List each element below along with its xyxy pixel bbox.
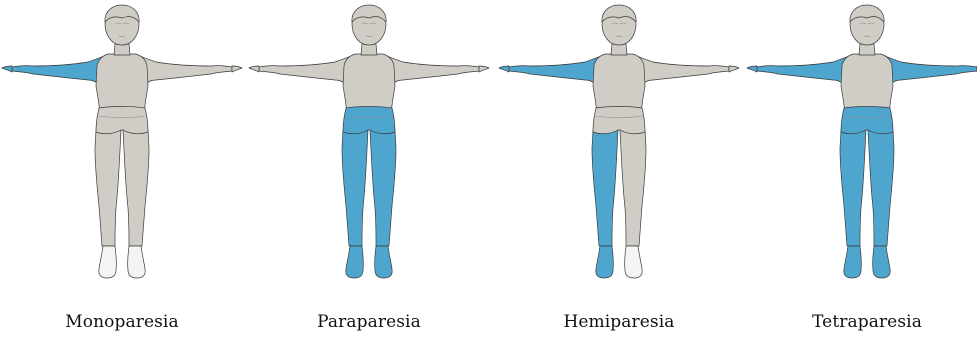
body-right-leg (592, 130, 618, 246)
body-left-hand (479, 66, 489, 72)
body-right-arm (259, 55, 354, 86)
body-left-leg (370, 130, 396, 246)
body-right-foot (596, 246, 614, 278)
panel-paraparesia: Paraparesia (247, 0, 491, 338)
body-figure-group (249, 5, 489, 278)
body-figure-tetraparesia (745, 0, 977, 300)
body-left-foot (873, 246, 891, 278)
panel-monoparesia: Monoparesia (0, 0, 244, 338)
body-figure-paraparesia (247, 0, 491, 300)
body-pelvis (343, 107, 395, 134)
body-left-arm (384, 55, 479, 86)
body-pelvis (96, 107, 148, 134)
body-left-leg (620, 130, 646, 246)
body-left-arm (882, 55, 977, 86)
caption-tetraparesia: Tetraparesia (745, 312, 977, 332)
body-right-hand (249, 66, 259, 72)
body-figure-monoparesia (0, 0, 244, 300)
body-figure-hemiparesia (497, 0, 741, 300)
body-pelvis (593, 107, 645, 134)
body-left-arm (137, 55, 232, 86)
body-right-hand (2, 66, 12, 72)
body-left-foot (375, 246, 393, 278)
body-left-arm (634, 55, 729, 86)
body-right-leg (95, 130, 121, 246)
caption-monoparesia: Monoparesia (0, 312, 244, 332)
body-neck (361, 44, 377, 55)
body-right-leg (840, 130, 866, 246)
body-right-arm (12, 55, 107, 86)
caption-paraparesia: Paraparesia (247, 312, 491, 332)
body-right-arm (509, 55, 604, 86)
panel-tetraparesia: Tetraparesia (745, 0, 977, 338)
body-left-foot (128, 246, 146, 278)
caption-hemiparesia: Hemiparesia (497, 312, 741, 332)
body-neck (114, 44, 130, 55)
panel-hemiparesia: Hemiparesia (497, 0, 741, 338)
body-neck (611, 44, 627, 55)
body-right-hand (499, 66, 509, 72)
body-figure-group (499, 5, 739, 278)
body-figure-group (2, 5, 242, 278)
body-left-leg (123, 130, 149, 246)
body-left-hand (729, 66, 739, 72)
body-right-hand (747, 66, 757, 72)
body-right-arm (757, 55, 852, 86)
body-right-foot (844, 246, 862, 278)
body-right-leg (342, 130, 368, 246)
body-pelvis (841, 107, 893, 134)
body-right-foot (346, 246, 364, 278)
body-left-hand (232, 66, 242, 72)
body-right-foot (99, 246, 117, 278)
body-left-foot (625, 246, 643, 278)
body-figure-group (747, 5, 977, 278)
body-neck (859, 44, 875, 55)
body-left-leg (868, 130, 894, 246)
